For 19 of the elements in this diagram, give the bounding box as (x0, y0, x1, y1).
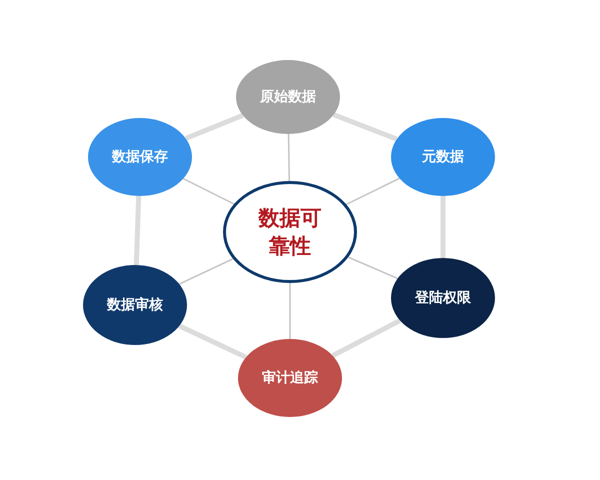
connector-line (440, 196, 446, 258)
node-label: 原始数据 (260, 88, 316, 106)
node-label: 数据可靠性 (257, 205, 322, 260)
node-label: 审计追踪 (262, 369, 318, 387)
node-label: 数据审核 (107, 296, 163, 314)
connector-line (179, 258, 234, 285)
connector-line (182, 178, 234, 205)
connector-line (184, 113, 244, 141)
connector-line (332, 318, 402, 358)
connector-line (346, 178, 400, 206)
node-label: 登陆权限 (415, 289, 471, 307)
node-label: 元数据 (422, 148, 464, 166)
connector-line (178, 324, 248, 360)
connector-line (289, 283, 291, 339)
node-label: 数据保存 (112, 148, 168, 166)
connector-line (134, 196, 142, 266)
connector-line (332, 112, 398, 142)
connector-line (348, 256, 398, 280)
connector-line (288, 134, 290, 182)
